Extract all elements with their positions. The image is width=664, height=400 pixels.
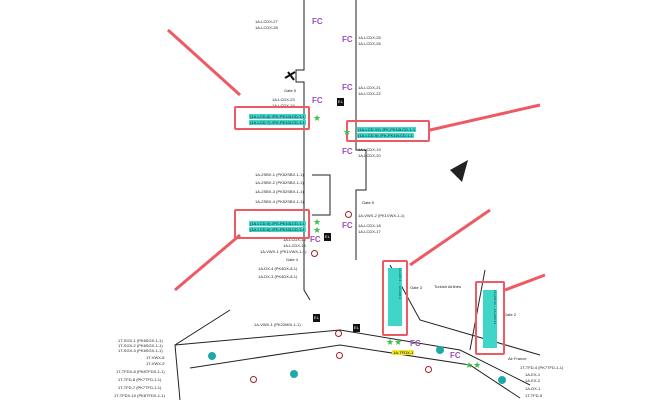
label: 1A-LCDX-18: [358, 223, 381, 228]
gate-label: Gate 5: [284, 88, 297, 93]
label: 1A-EX-2: [525, 378, 541, 383]
label: 1T-TFD-7 (PK7TFD-1-1): [118, 385, 162, 390]
fc-icon: FC: [312, 96, 323, 105]
label: 1A-DX-3 (PK4DX-8-1): [258, 274, 298, 279]
callout-box: [234, 106, 310, 130]
callout-box: [234, 209, 310, 239]
restroom-ring-icon: [336, 352, 343, 359]
label: 1A-LCDX-16: [283, 237, 306, 242]
fc-icon: FC: [342, 221, 353, 230]
info-dot-icon: [208, 352, 216, 360]
gate-label: Gate 2: [504, 312, 517, 317]
fc-icon: FC: [410, 339, 421, 348]
highlighted-label: (1A-LCD-7) JFK-PK10LCD-1-1: [249, 120, 306, 125]
restroom-ring-icon: [250, 376, 257, 383]
label: 1A-LCDX-23: [272, 97, 295, 102]
highlighted-label: (1A-LCD-5) JFK-PK10LCD-1-1: [249, 221, 306, 226]
fc-icon: FC: [342, 83, 353, 92]
label: 1A-VWX-1 (PK22MIX-1-1): [254, 322, 301, 327]
highlighted-label: (1A-LCD-8) JFK-PK10LCD-1-1: [249, 114, 306, 119]
label: 1A-2SBX-2 (PK52SBX-1-1): [255, 180, 304, 185]
star-icon: ★: [313, 225, 322, 235]
label: 1A-DX-4 (PK4DX-8-1): [258, 266, 298, 271]
fc-icon: FC: [450, 351, 461, 360]
elevator-icon: EL: [324, 233, 331, 241]
callout-box: [475, 281, 505, 355]
north-arrow-icon: [450, 160, 468, 182]
label: 1T-SGX-1 (PK6SGX-1-1): [118, 338, 163, 343]
highlighted-label: 1A-LCD-11 ... 1A-LCD-14: [483, 290, 497, 348]
elevator-icon: EL: [337, 98, 344, 106]
highlighted-label: (1A-LCD-10) JFK-PK10LCD-1-1: [357, 127, 417, 132]
airline-label: Turkish Airlines: [434, 284, 461, 289]
label: 1A-LCDX-20: [358, 153, 381, 158]
label: 1A-2SBX-3 (PK52SBX-1-1): [255, 189, 304, 194]
highlighted-label: 1A-LCD-1 ... 1A-LCD-4: [388, 268, 402, 326]
star-icon: ★: [313, 217, 322, 227]
gate-label: Gate 3: [410, 285, 423, 290]
fc-icon: FC: [312, 17, 323, 26]
callout-arrows: [166, 28, 546, 292]
star-icon: ★★: [465, 360, 482, 370]
restroom-ring-icon: [311, 250, 318, 257]
restroom-ring-icon: [335, 330, 342, 337]
label: 1T-VWX-8: [146, 355, 165, 360]
label: 1A-2SBX-1 (PK52SBX-1-1): [255, 172, 304, 177]
label: 1A-LCDX-21: [358, 85, 381, 90]
callout-box: [382, 260, 408, 336]
restroom-ring-icon: [345, 211, 352, 218]
callout-box: [346, 120, 430, 142]
elevator-icon: EL: [313, 314, 320, 322]
label: 1A-2SBX-4 (PK52SBX-1-1): [255, 199, 304, 204]
highlighted-label: (1A-LCD-6) JFK-PK10LCD-1-1: [249, 227, 306, 232]
gate-label: Gate 4: [286, 257, 299, 262]
info-dot-icon: [498, 376, 506, 384]
label: 1A-LCDX-15: [283, 243, 306, 248]
star-icon: ★: [343, 127, 352, 137]
label: 1A-LCDX-26: [358, 41, 381, 46]
restroom-ring-icon: [425, 366, 432, 373]
label: 1A-LCDX-22: [358, 91, 381, 96]
label: 1T-TFD-8 (PK7TFD-1-1): [118, 377, 162, 382]
label: 1T-TFD-5: [525, 393, 543, 398]
star-icon: ★: [313, 113, 322, 123]
label: 1A-LCDX-27: [255, 19, 278, 24]
label: 1A-LCDX-24: [272, 103, 295, 108]
star-icon: ★★: [386, 337, 403, 347]
elevator-icon: EL: [353, 324, 360, 332]
info-dot-icon: [436, 346, 444, 354]
label: 1A-LCDX-17: [358, 229, 381, 234]
label: 1A-LCDX-25: [358, 35, 381, 40]
gate-label: Gate 5: [362, 200, 375, 205]
label: 1T-TFDX-8 (PK8TFDX-1-1): [116, 369, 165, 374]
label: 1A-VWX-2 (PK1VWX-1-1): [358, 213, 405, 218]
label: 1T-VWX-9: [146, 361, 165, 366]
highlighted-label: (1A-LCD-9) JFK-PK10LCD-1-1: [357, 133, 414, 138]
label: 1A-VWX-1 (PK1VWX-1-1): [260, 249, 307, 254]
label: 1A-LCDX-28: [255, 25, 278, 30]
label: 1A-EX-1: [525, 372, 541, 377]
airline-label: Air France: [508, 356, 527, 361]
label: 1T-SGX-2 (PK6SGX-1-1): [118, 343, 163, 348]
fc-icon: FC: [342, 147, 353, 156]
label: 1A-DX-1: [525, 386, 541, 391]
tfdx-label: 1A-TFDX-1: [392, 350, 415, 355]
info-dot-icon: [290, 370, 298, 378]
label: 1A-LCDX-19: [358, 147, 381, 152]
label: 1T-SGX-3 (PK6SGX-1-1): [118, 348, 163, 353]
fc-icon: FC: [342, 35, 353, 44]
fc-icon: FC: [310, 235, 321, 244]
label: 1T-TFD-4 (PK7TFD-1-1): [520, 365, 564, 370]
airplane-icon: [284, 71, 296, 81]
label: 1T-TFDX-10 (PK8TFDX-1-1): [114, 393, 165, 398]
